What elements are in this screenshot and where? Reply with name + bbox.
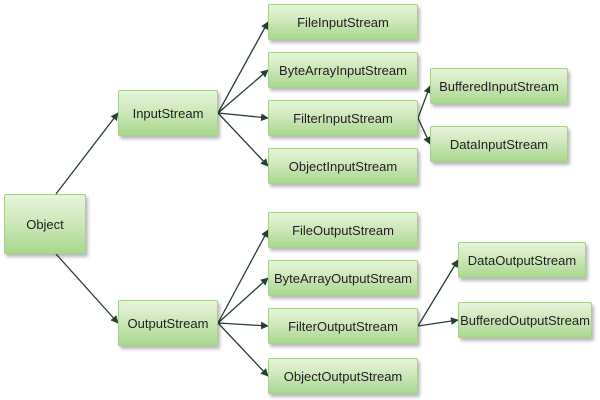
node-objectoutputstream-label: ObjectOutputStream xyxy=(283,368,403,384)
node-datainputstream: DataInputStream xyxy=(430,126,568,162)
node-bufferedoutputstream: BufferedOutputStream xyxy=(458,302,592,338)
node-objectinputstream-label: ObjectInputStream xyxy=(288,158,398,174)
node-bytearrayoutputstream-label: ByteArrayOutputStream xyxy=(274,270,412,286)
node-objectoutputstream: ObjectOutputStream xyxy=(268,358,418,394)
node-inputstream-label: InputStream xyxy=(132,105,204,121)
node-bufferedoutputstream-label: BufferedOutputStream xyxy=(460,312,590,328)
node-bytearrayinputstream: ByteArrayInputStream xyxy=(268,52,418,88)
node-fileinputstream: FileInputStream xyxy=(268,4,418,40)
node-filterinputstream: FilterInputStream xyxy=(268,100,418,136)
edge-object-to-inputstream xyxy=(55,112,119,195)
node-datainputstream-label: DataInputStream xyxy=(449,136,549,152)
edge-inputstream-to-bytearrayinputstream xyxy=(217,69,269,114)
edge-filteroutputstream-to-bufferedoutputstream xyxy=(417,317,459,327)
node-fileoutputstream-label: FileOutputStream xyxy=(292,222,394,238)
node-objectinputstream: ObjectInputStream xyxy=(268,148,418,184)
node-fileinputstream-label: FileInputStream xyxy=(297,14,389,30)
edge-object-to-outputstream xyxy=(55,253,119,324)
edge-outputstream-to-objectoutputstream xyxy=(217,322,269,377)
node-inputstream: InputStream xyxy=(118,90,218,136)
edge-inputstream-to-filterinputstream xyxy=(217,112,269,122)
node-filterinputstream-label: FilterInputStream xyxy=(293,110,393,126)
node-bytearrayinputstream-label: ByteArrayInputStream xyxy=(279,62,407,78)
edge-filteroutputstream-to-dataoutputstream xyxy=(417,259,459,327)
edge-outputstream-to-fileoutputstream xyxy=(217,229,269,324)
edge-outputstream-to-filteroutputstream xyxy=(217,321,269,330)
node-filteroutputstream: FilterOutputStream xyxy=(268,308,418,344)
edge-inputstream-to-fileinputstream xyxy=(217,21,269,114)
node-outputstream: OutputStream xyxy=(118,300,218,346)
node-object: Object xyxy=(4,194,86,254)
node-bufferedinputstream: BufferedInputStream xyxy=(430,68,568,104)
node-object-label: Object xyxy=(26,216,64,232)
edge-inputstream-to-objectinputstream xyxy=(217,112,269,167)
node-outputstream-label: OutputStream xyxy=(127,315,209,331)
node-bufferedinputstream-label: BufferedInputStream xyxy=(439,78,559,94)
edge-filterinputstream-to-datainputstream xyxy=(417,117,431,145)
node-filteroutputstream-label: FilterOutputStream xyxy=(288,318,398,334)
edge-outputstream-to-bytearrayoutputstream xyxy=(217,277,269,324)
edge-filterinputstream-to-bufferedinputstream xyxy=(417,85,432,119)
node-bytearrayoutputstream: ByteArrayOutputStream xyxy=(268,260,418,296)
node-dataoutputstream-label: DataOutputStream xyxy=(467,252,577,268)
node-fileoutputstream: FileOutputStream xyxy=(268,212,418,248)
node-dataoutputstream: DataOutputStream xyxy=(458,242,586,278)
